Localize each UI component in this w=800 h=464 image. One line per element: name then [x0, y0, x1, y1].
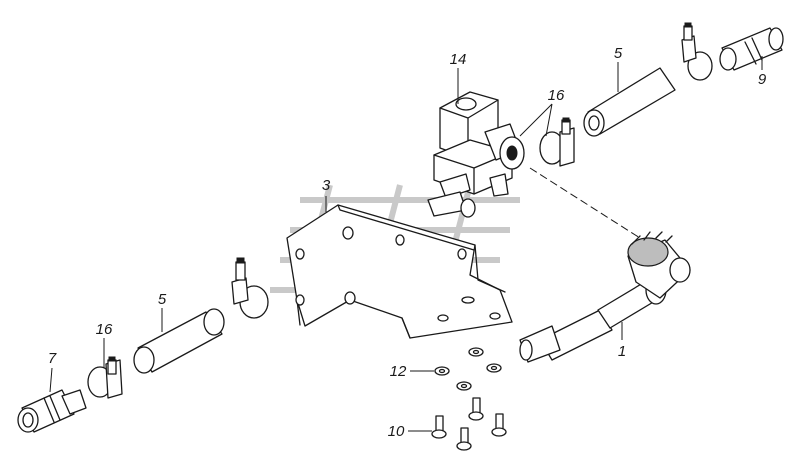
callout-10: 10 — [388, 423, 405, 440]
bolts-part-10 — [431, 397, 507, 451]
callout-9: 9 — [758, 71, 767, 88]
hose-clamp-left-upper — [231, 257, 269, 319]
callout-7: 7 — [48, 350, 57, 367]
hose-part-5-left — [133, 308, 225, 374]
hose-clamp-part-16-top — [539, 117, 575, 167]
hose-part-5-top — [583, 67, 676, 137]
assembly-line — [529, 167, 641, 239]
callout-3: 3 — [322, 177, 331, 194]
washers-part-12 — [434, 347, 502, 391]
callout-5-top: 5 — [614, 45, 623, 62]
callout-16-left: 16 — [96, 321, 113, 338]
callout-12: 12 — [390, 363, 407, 380]
valve-part-14 — [427, 91, 525, 218]
fitting-part-9 — [719, 27, 784, 71]
bracket-part-3 — [286, 204, 513, 339]
wire-harness-part-1 — [519, 231, 691, 363]
callout-16-top: 16 — [548, 87, 565, 104]
hose-clamp-top-right — [681, 22, 713, 81]
fitting-part-7 — [17, 389, 87, 433]
callout-5-left: 5 — [158, 291, 167, 308]
hose-clamp-part-16-left — [87, 356, 123, 399]
callout-1: 1 — [618, 343, 626, 360]
leader-lines — [49, 56, 763, 432]
callout-14: 14 — [450, 51, 467, 68]
